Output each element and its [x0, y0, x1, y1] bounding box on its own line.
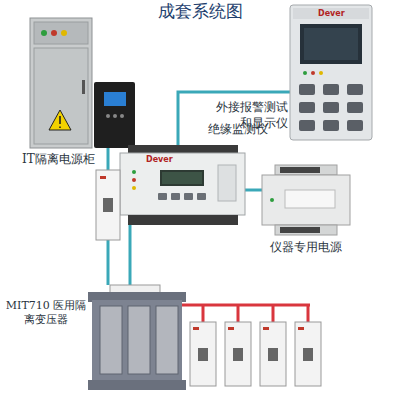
device-node: IT隔离电源柜 [30, 18, 135, 148]
instrument-power-supply [262, 165, 350, 235]
main-breaker [96, 170, 120, 240]
device-label: 仪器专用电源 [264, 240, 348, 256]
ups-unit [94, 82, 135, 148]
device-label: MIT710 医用隔离变压器 [4, 299, 88, 328]
isolation-transformer [88, 285, 186, 390]
alarm-display-device [290, 5, 372, 140]
device-node: 外接报警测试 和显示仪 [290, 5, 372, 140]
insulation-monitor-device [120, 145, 245, 225]
device-label: IT隔离电源柜 [22, 152, 122, 168]
distribution-bus [182, 305, 321, 386]
signal-wire [178, 92, 290, 145]
signal-wire [129, 225, 132, 285]
power-cabinet [30, 18, 92, 148]
device-label: 绝缘监测仪 [208, 122, 280, 138]
device-node: MIT710 医用隔离变压器 [92, 285, 182, 392]
device-node: 绝缘监测仪 [120, 145, 245, 225]
brand-logo: Dever [318, 10, 345, 18]
brand-logo: Dever [146, 156, 173, 164]
signal-wire [245, 189, 262, 192]
device-node: 仪器专用电源 [262, 165, 350, 235]
